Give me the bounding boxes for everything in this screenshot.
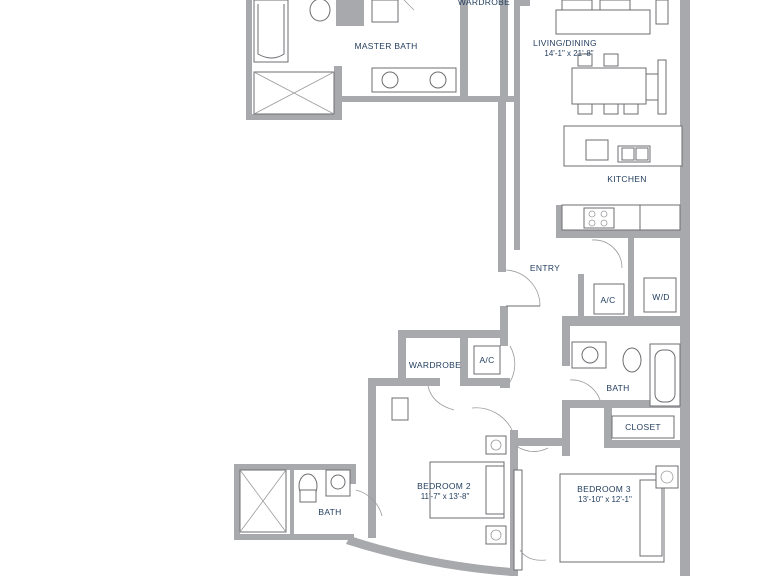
room-dims-bedroom3: 13'-10" x 12'-1"	[578, 495, 632, 504]
room-label-bath-left: BATH	[318, 507, 342, 517]
fixtures	[239, 0, 683, 571]
room-label-ac-2: A/C	[479, 355, 495, 365]
room-label-living-dining: LIVING/DINING	[533, 38, 597, 48]
room-label-wd: W/D	[652, 292, 670, 302]
room-dims-bedroom2: 11'-7" x 13'-8"	[420, 492, 470, 501]
walls	[234, 0, 690, 576]
room-label-entry: ENTRY	[529, 263, 561, 273]
room-label-bedroom2: BEDROOM 2	[417, 481, 471, 491]
room-label-master-bath: MASTER BATH	[354, 41, 418, 51]
room-label-wardrobe-top: WARDROBE	[457, 0, 511, 7]
room-label-kitchen: KITCHEN	[607, 174, 647, 184]
room-dims-living-dining: 14'-1" x 21'-8"	[544, 49, 594, 58]
room-label-closet: CLOSET	[625, 422, 661, 432]
room-label-wardrobe-2: WARDROBE	[408, 360, 462, 370]
room-label-ac-1: A/C	[600, 295, 616, 305]
room-label-bedroom3: BEDROOM 3	[577, 484, 631, 494]
room-label-bath-right: BATH	[606, 383, 630, 393]
